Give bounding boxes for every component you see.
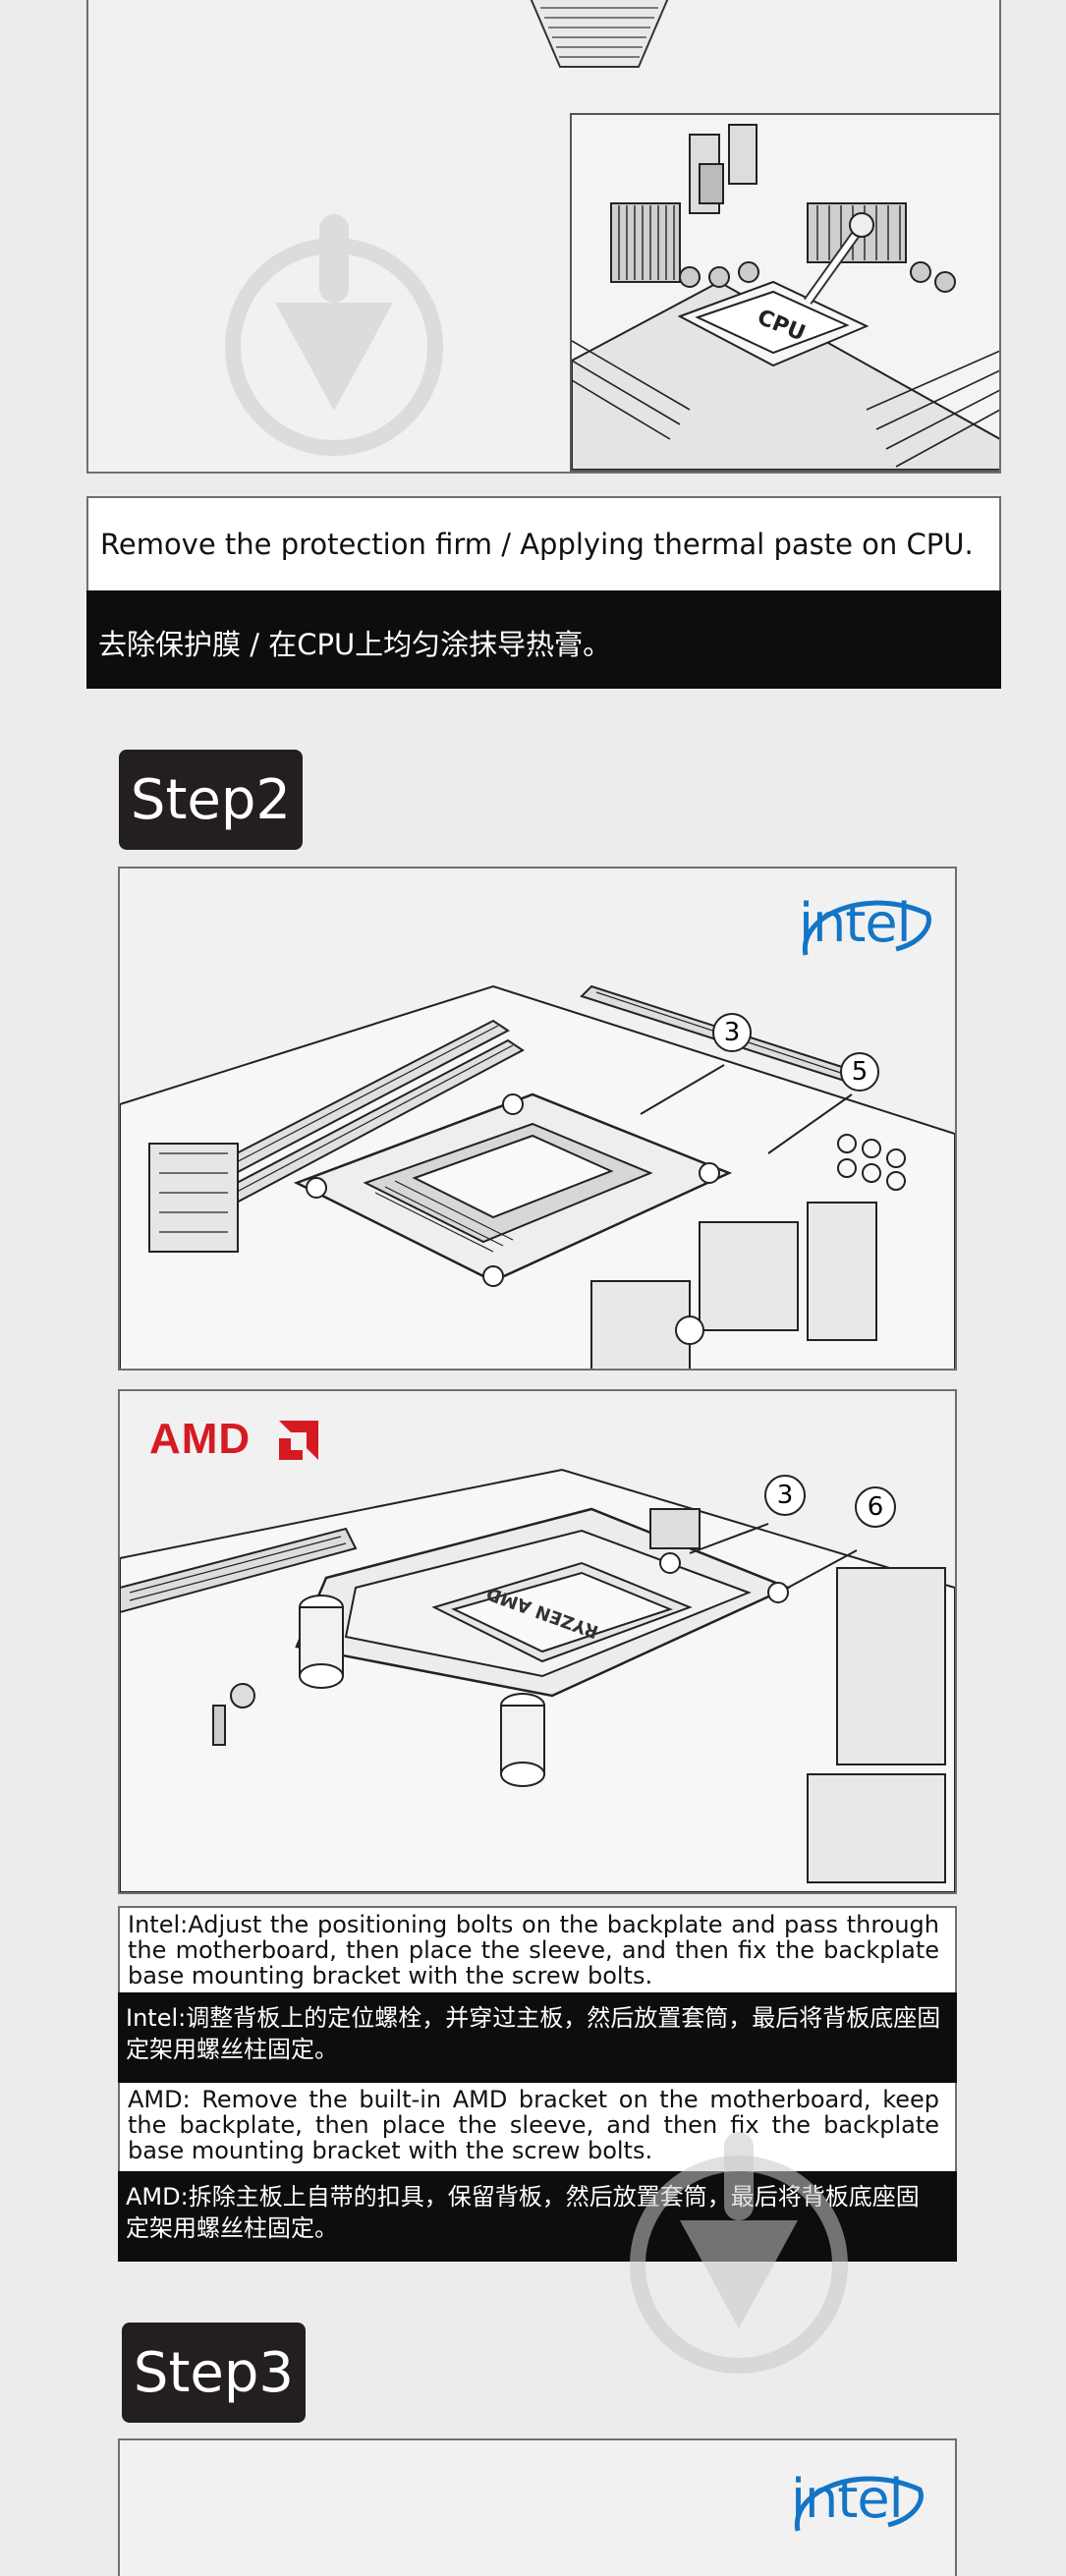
step1-caption-zh: 去除保护膜 / 在CPU上均匀涂抹导热膏。 <box>86 590 1001 689</box>
step2-amd-panel: AMD <box>118 1389 957 1894</box>
heatsink-illustration <box>530 0 669 68</box>
step2-amd-caption-zh-text: AMD:拆除主板上自带的扣具，保留背板，然后放置套筒，最后将背板底座固定架用螺丝… <box>126 2183 920 2242</box>
step3-badge-text: Step3 <box>133 2340 295 2405</box>
step2-intel-caption-zh: Intel:调整背板上的定位螺栓，并穿过主板，然后放置套筒，最后将背板底座固定架… <box>118 1992 957 2083</box>
step3-badge: Step3 <box>122 2323 306 2423</box>
step1-illustration-panel: CPU <box>86 0 1001 474</box>
step2-amd-caption-en-text: AMD: Remove the built-in AMD bracket on … <box>128 2086 939 2164</box>
download-watermark-icon-2 <box>630 2132 848 2374</box>
intel-callout-5: 5 <box>840 1052 879 1092</box>
step1-caption-en: Remove the protection firm / Applying th… <box>86 496 1001 590</box>
step2-badge-text: Step2 <box>130 767 292 832</box>
amd-callout-3-label: 3 <box>776 1481 794 1510</box>
step1-caption-en-text: Remove the protection firm / Applying th… <box>100 528 974 561</box>
step1-caption-zh-text: 去除保护膜 / 在CPU上均匀涂抹导热膏。 <box>98 628 612 661</box>
step2-amd-caption-en: AMD: Remove the built-in AMD bracket on … <box>118 2083 957 2171</box>
amd-motherboard-illustration: RYZEN AMD <box>120 1468 955 1892</box>
amd-callout-6: 6 <box>855 1486 896 1528</box>
cpu-thermal-paste-inset: CPU <box>570 113 999 472</box>
step2-intel-caption-en: Intel:Adjust the positioning bolts on th… <box>118 1906 957 1992</box>
download-watermark-icon <box>225 214 443 456</box>
intel-logo-swoosh <box>802 900 931 956</box>
amd-callout-6-label: 6 <box>867 1492 884 1522</box>
amd-logo: AMD <box>149 1415 252 1463</box>
step2-intel-caption-zh-text: Intel:调整背板上的定位螺栓，并穿过主板，然后放置套筒，最后将背板底座固定架… <box>126 2004 941 2063</box>
intel-callout-3: 3 <box>712 1013 752 1052</box>
step2-intel-caption-en-text: Intel:Adjust the positioning bolts on th… <box>128 1911 939 1989</box>
step2-intel-panel: intel <box>118 867 957 1371</box>
step3-intel-logo-swoosh <box>794 2476 924 2532</box>
step2-badge: Step2 <box>119 750 303 850</box>
step2-amd-caption-zh: AMD:拆除主板上自带的扣具，保留背板，然后放置套筒，最后将背板底座固定架用螺丝… <box>118 2171 957 2262</box>
amd-callout-3: 3 <box>764 1475 806 1516</box>
intel-callout-5-label: 5 <box>851 1057 869 1087</box>
intel-callout-3-label: 3 <box>723 1018 741 1047</box>
intel-motherboard-illustration <box>120 984 955 1369</box>
step3-intel-panel: intel <box>118 2438 957 2576</box>
amd-logo-arrow-icon <box>279 1421 318 1460</box>
